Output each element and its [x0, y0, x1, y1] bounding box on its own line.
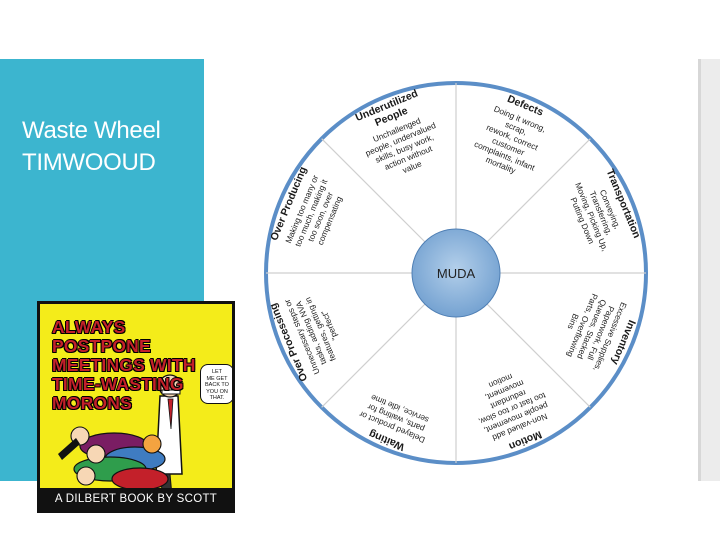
bubble-line: YOU ON [206, 388, 228, 395]
wheel-divider [321, 138, 426, 243]
muda-center-label: MUDA [437, 266, 476, 281]
book-title-line: MEETINGS WITH [52, 355, 196, 375]
bubble-line: ME GET [206, 375, 228, 382]
slide-title-line-1: Waste Wheel [22, 117, 161, 144]
bubble-line: THAT. [209, 395, 225, 401]
bubble-line: LET [211, 369, 223, 375]
muda-center-circle [411, 228, 501, 318]
book-title-line: TIME-WASTING [52, 374, 184, 394]
wheel-segment-transportation: TransportationConveying,Transferring,Mov… [569, 167, 643, 252]
speech-bubble: LET ME GET BACK TO YOU ON THAT. [200, 364, 232, 404]
scroll-strip [698, 59, 720, 481]
book-title: ALWAYS POSTPONE MEETINGS WITH TIME-WASTI… [52, 318, 227, 413]
slide-title: Waste Wheel TIMWOOUD [22, 115, 161, 179]
book-footer: A DILBERT BOOK BY SCOTT ADAMS [40, 488, 232, 510]
book-title-line: ALWAYS POSTPONE [52, 317, 151, 356]
wheel-divider [486, 138, 591, 243]
wheel-divider [321, 303, 426, 408]
dilbert-book-cover: ALWAYS POSTPONE MEETINGS WITH TIME-WASTI… [37, 301, 235, 513]
slide-title-line-2: TIMWOOUD [22, 149, 156, 176]
wheel-divider [486, 303, 591, 408]
comic-illustration [58, 374, 183, 497]
book-title-line: MORONS [52, 393, 132, 413]
bubble-line: BACK TO [205, 382, 229, 388]
